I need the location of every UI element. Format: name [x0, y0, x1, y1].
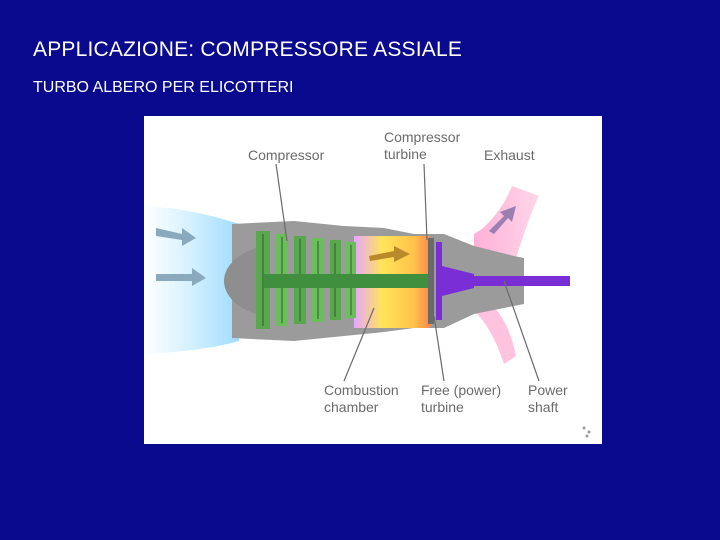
corner-mark-icon	[582, 426, 591, 438]
label-compressor-turbine-1: Compressor	[384, 129, 461, 145]
central-shaft	[264, 274, 434, 288]
label-power-shaft-1: Power	[528, 382, 568, 398]
leader-lines	[275, 163, 540, 382]
label-exhaust: Exhaust	[484, 147, 535, 163]
label-free-turbine-2: turbine	[421, 399, 464, 415]
exhaust-arrow-icon	[489, 206, 516, 234]
slide-subtitle: TURBO ALBERO PER ELICOTTERI	[33, 79, 294, 96]
label-combustion-2: chamber	[324, 399, 379, 415]
label-free-turbine-1: Free (power)	[421, 382, 501, 398]
exhaust-airflow	[474, 186, 539, 264]
label-power-shaft-2: shaft	[528, 399, 558, 415]
label-compressor-turbine-2: turbine	[384, 146, 427, 162]
power-shaft	[442, 276, 570, 286]
intake-arrows	[156, 228, 206, 286]
combustion-arrow-icon	[369, 246, 410, 262]
turboshaft-diagram-svg: Compressor Compressor turbine Exhaust Co…	[144, 129, 591, 438]
turbines	[428, 238, 442, 324]
label-compressor: Compressor	[248, 147, 325, 163]
label-combustion-1: Combustion	[324, 382, 399, 398]
nose-cone	[224, 246, 264, 316]
turboshaft-diagram: Compressor Compressor turbine Exhaust Co…	[144, 116, 602, 444]
slide-title: APPLICAZIONE: COMPRESSORE ASSIALE	[33, 38, 463, 61]
